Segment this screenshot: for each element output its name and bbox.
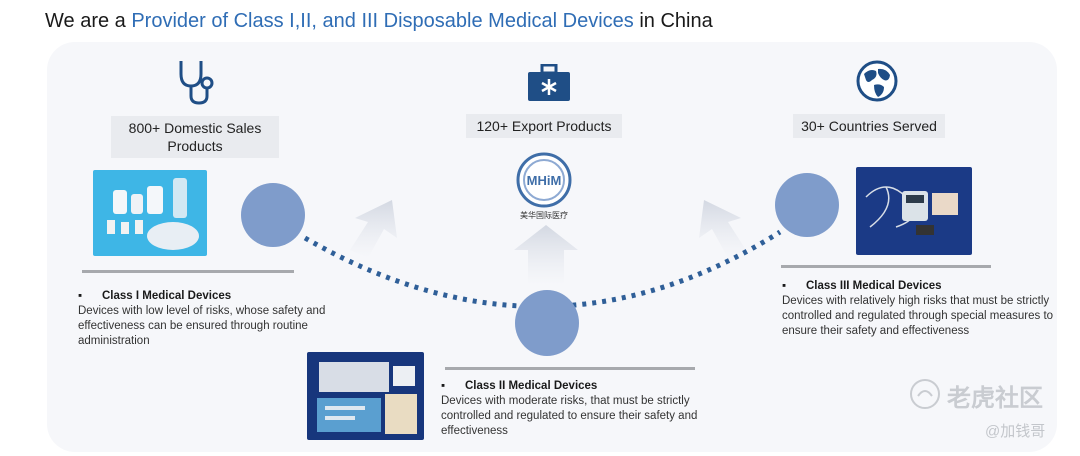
title-prefix: We are a [45, 10, 132, 32]
class-1-node [241, 183, 305, 247]
class-2-text: Devices with moderate risks, that must b… [441, 395, 698, 437]
stat-domestic-sales: 800+ Domestic Sales Products [111, 116, 279, 158]
class-2-description: ▪Class II Medical Devices Devices with m… [441, 379, 726, 439]
stat-countries-served: 30+ Countries Served [793, 114, 945, 138]
class-1-description: ▪Class I Medical Devices Devices with lo… [78, 289, 353, 349]
class-2-divider [445, 367, 695, 370]
class-3-text: Devices with relatively high risks that … [782, 295, 1054, 337]
title-highlight: Provider of Class I,II, and III Disposab… [131, 10, 634, 32]
class-1-text: Devices with low level of risks, whose s… [78, 305, 326, 347]
class-3-products-photo [856, 167, 972, 255]
title-suffix: in China [633, 10, 713, 32]
arrow-right [699, 200, 746, 258]
class-2-products-photo [307, 352, 424, 440]
class-1-heading: ▪Class I Medical Devices [78, 290, 232, 302]
class-3-divider [781, 265, 991, 268]
class-1-divider [82, 270, 294, 273]
arrow-center [514, 225, 578, 285]
globe-icon [856, 60, 898, 102]
class-3-description: ▪Class III Medical Devices Devices with … [782, 279, 1057, 339]
tiger-community-logo-icon [910, 379, 940, 409]
watermark-handle: @加钱哥 [985, 423, 1046, 440]
class-3-node [775, 173, 839, 237]
class-3-heading: ▪Class III Medical Devices [782, 280, 942, 292]
class-2-node [515, 290, 579, 356]
stat-export-products: 120+ Export Products [466, 114, 622, 138]
page-title: We are a Provider of Class I,II, and III… [45, 10, 713, 33]
logo-name: 美华国际医疗 [520, 210, 568, 220]
mhim-logo: MHiM 美华国际医疗 [516, 152, 572, 220]
stethoscope-icon [179, 61, 214, 105]
class-2-heading: ▪Class II Medical Devices [441, 380, 598, 392]
arrow-left [350, 200, 397, 258]
watermark-brand: 老虎社区 [947, 385, 1043, 412]
class-1-products-photo [93, 170, 207, 256]
medical-kit-icon [528, 64, 570, 101]
logo-acronym: MHiM [527, 173, 562, 188]
